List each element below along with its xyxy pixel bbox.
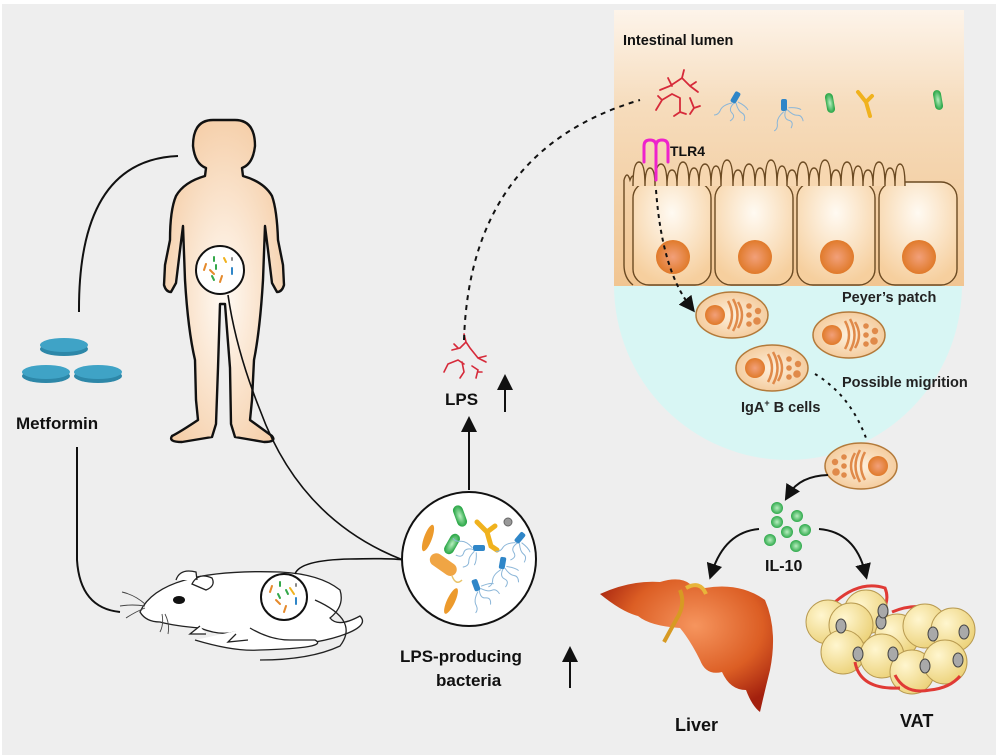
- possible-migration-label: Possible migrition: [842, 375, 968, 391]
- mouse-whiskers: [119, 591, 170, 635]
- liver-illustration: [600, 579, 774, 712]
- lps-producing-bacteria-inset: [401, 491, 537, 627]
- metformin-to-human-line: [77, 155, 179, 313]
- human-to-bacteria-line: [227, 294, 404, 561]
- mouse-eye: [173, 596, 185, 604]
- intestinal-lumen-label: Intestinal lumen: [623, 33, 733, 49]
- il10-to-liver-arrow: [706, 528, 760, 580]
- bcell-to-il10-arrow: [784, 474, 829, 501]
- peyers-patch-label: Peyer’s patch: [842, 290, 936, 306]
- lps-to-lumen-dashed-path: [463, 99, 641, 341]
- iga-b-cell: [734, 343, 810, 393]
- lumen-branched-bacterium: [856, 90, 874, 118]
- lps-producing-bacteria-label-line1: LPS-producing: [400, 647, 522, 666]
- lps-producing-bacteria-label-line2: bacteria: [436, 671, 502, 690]
- vat-label: VAT: [900, 711, 933, 731]
- metformin-pills-icon: [22, 338, 122, 383]
- tlr4-label: TLR4: [670, 143, 705, 159]
- il10-label: IL-10: [765, 558, 802, 575]
- lumen-rod-bacterium: [932, 90, 944, 110]
- tlr4-receptor-icon: [642, 138, 670, 182]
- migration-arrow: [814, 373, 867, 439]
- il10-cytokines: [764, 502, 811, 552]
- lumen-lps-molecule: [655, 69, 701, 117]
- mouse-gut-microbiota-inset: [260, 573, 308, 621]
- iga-b-cell: [694, 290, 770, 340]
- lps-label: LPS: [445, 390, 478, 409]
- iga-b-cell: [811, 310, 887, 360]
- lumen-rod-bacterium: [824, 93, 836, 113]
- metformin-label: Metformin: [16, 414, 98, 433]
- iga-b-cells-label: IgA+ B cells: [741, 398, 820, 416]
- vat-adipose-illustration: [805, 584, 976, 695]
- liver-label: Liver: [675, 715, 718, 735]
- il10-to-vat-arrow: [818, 528, 871, 580]
- mouse-to-bacteria-line: [294, 557, 405, 575]
- human-figure-illustration: [162, 118, 286, 444]
- epithelial-cells: [623, 159, 958, 286]
- intestine-panel: Intestinal lumen TLR4 Peyer’s patch IgA+…: [614, 10, 968, 460]
- migrated-iga-b-cell: [823, 441, 899, 491]
- tlr4-to-bcell-arrow: [655, 189, 695, 313]
- metformin-to-mouse-line: [76, 447, 121, 613]
